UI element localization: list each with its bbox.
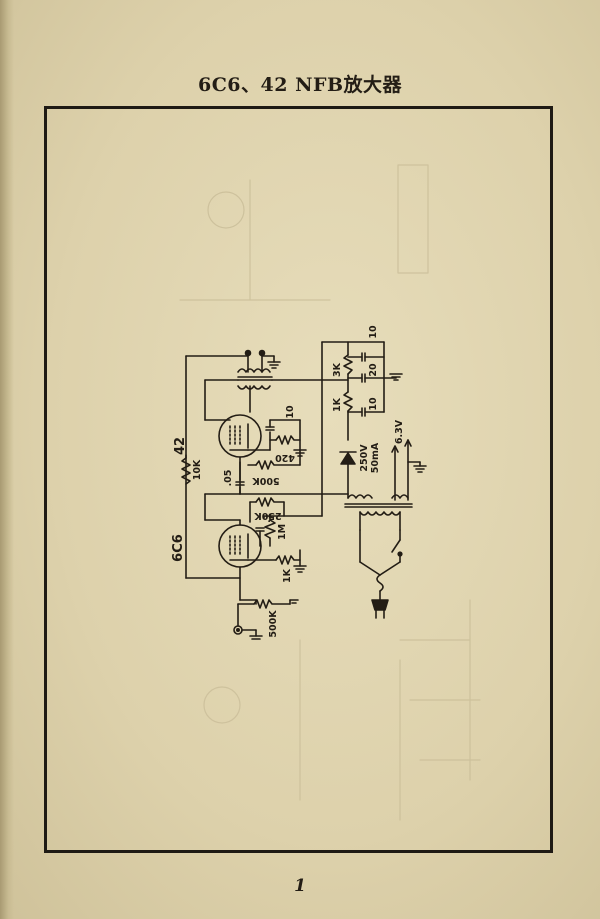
tube-42-label: 42	[173, 437, 188, 455]
heater-supply	[391, 439, 427, 501]
page-number: 1	[294, 876, 306, 896]
resistor-10k-label: 10K	[192, 459, 203, 480]
cap-10-filter-b-label: 10	[368, 397, 379, 411]
ps-current-label: 50mA	[370, 442, 381, 473]
cathode-6c6-network	[247, 549, 307, 573]
output-transformer	[237, 349, 281, 390]
cap-05-label: .05	[223, 470, 234, 487]
volume-500k-label: 500K	[268, 610, 279, 638]
feedback-resistor	[247, 449, 301, 470]
cathode-42-network	[247, 419, 307, 457]
volume-control	[233, 599, 299, 640]
cap-10-42-label: 10	[285, 405, 296, 419]
tube-6c6	[204, 519, 262, 601]
power-transformer	[344, 494, 413, 531]
cap-10-filter-a-label: 10	[368, 325, 379, 339]
heater-voltage-label: 6.3V	[394, 419, 405, 444]
page-spine-shadow	[0, 0, 14, 919]
page-title: 6C6、42 NFB放大器	[197, 74, 403, 96]
schematic-frame	[44, 106, 553, 853]
resistor-3k-label: 3K	[332, 362, 343, 377]
ps-voltage-label: 250V	[359, 444, 370, 472]
bleed-through-marks	[179, 164, 481, 821]
resistor-250k-label: 250K	[254, 510, 282, 521]
resistor-1k-6c6-label: 1K	[282, 568, 293, 583]
resistor-1k-filter-label: 1K	[332, 397, 343, 412]
resistor-420-label: 420	[275, 452, 295, 463]
plate-screen-resistors	[249, 493, 349, 547]
tube-6c6-label: 6C6	[171, 534, 186, 562]
resistor-1m-label: 1M	[277, 524, 288, 540]
cap-20-filter-label: 20	[368, 363, 379, 377]
resistor-500k-fb-label: 500K	[252, 475, 280, 486]
cap-01-label: .1	[263, 513, 273, 523]
power-filter	[321, 341, 403, 495]
resistor-10k	[181, 454, 191, 485]
rectifier-diode	[339, 451, 357, 499]
ac-input	[359, 529, 403, 619]
coupling-capacitor	[204, 461, 323, 521]
